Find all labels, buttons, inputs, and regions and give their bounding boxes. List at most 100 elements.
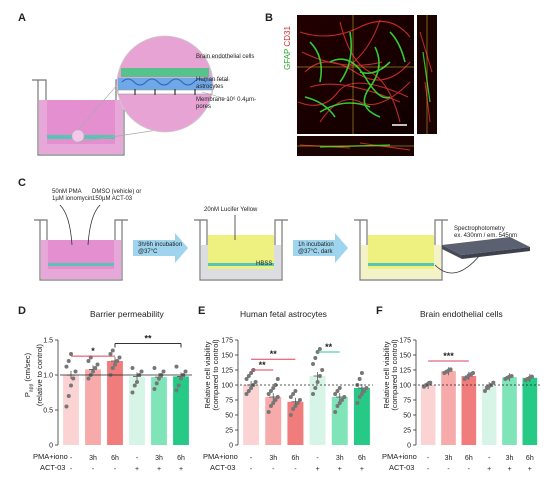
- data-point: [152, 366, 157, 370]
- bar: [63, 375, 79, 445]
- data-point: [337, 386, 342, 390]
- data-point: [333, 392, 338, 396]
- pma-value: 3h: [155, 455, 163, 462]
- data-point: [139, 369, 144, 374]
- significance-label: *: [91, 346, 95, 356]
- act-value: -: [70, 466, 73, 473]
- membrane-layer: [117, 89, 213, 95]
- data-point: [64, 404, 69, 409]
- significance-label: **: [325, 342, 333, 352]
- text-pma: 50nM PMA: [52, 189, 82, 195]
- y-tick-label: 50: [225, 413, 233, 420]
- y-tick-label: 175: [221, 338, 233, 345]
- data-point: [428, 380, 433, 385]
- bar: [522, 377, 538, 445]
- data-point: [268, 404, 273, 408]
- data-point: [335, 389, 340, 393]
- data-point: [317, 347, 322, 351]
- act-value: -: [294, 466, 297, 473]
- plate-top: [442, 237, 530, 255]
- data-point: [132, 383, 137, 388]
- y-tick-label: 125: [399, 368, 411, 375]
- significance-label: **: [270, 349, 278, 359]
- text-vehicle-2: 150µM ACT-03: [92, 196, 133, 202]
- data-point: [154, 381, 159, 386]
- data-point: [64, 364, 69, 369]
- arrow-2: [293, 233, 348, 263]
- panel-label-e: E: [198, 305, 206, 317]
- pma-value: -: [488, 455, 491, 462]
- data-point: [152, 387, 157, 391]
- significance-label: **: [144, 334, 152, 344]
- data-point: [357, 395, 362, 399]
- data-point: [311, 362, 316, 366]
- bar: [107, 361, 123, 445]
- pma-value: 3h: [89, 455, 97, 462]
- data-point: [355, 401, 360, 405]
- data-point: [293, 404, 298, 408]
- text-lucifer: 20nM Lucifer Yellow: [204, 207, 258, 213]
- panel-label-f: F: [376, 305, 383, 317]
- data-point: [174, 388, 179, 393]
- data-point: [295, 401, 300, 405]
- pma-value: 3h: [336, 455, 344, 462]
- bar: [331, 397, 348, 445]
- data-point: [130, 390, 135, 395]
- data-point: [275, 377, 280, 381]
- panel-label-d: D: [18, 305, 26, 317]
- data-point: [135, 380, 139, 384]
- panel-label-a: A: [18, 12, 26, 24]
- data-point: [71, 376, 76, 381]
- text-vehicle-1: DMSO (vehicle) or: [92, 189, 142, 195]
- y-tick-label: 150: [221, 353, 233, 360]
- act-value: -: [114, 466, 117, 473]
- bar: [265, 397, 282, 445]
- act-value: +: [157, 466, 161, 473]
- y-tick-label: 50: [403, 413, 411, 420]
- bar: [353, 388, 370, 445]
- data-point: [113, 362, 117, 367]
- data-point: [73, 369, 78, 374]
- act-value: +: [135, 466, 139, 473]
- text-incubation-1b: @37°C: [138, 249, 158, 255]
- y-tick-label: 25: [225, 428, 233, 435]
- data-point: [69, 383, 73, 388]
- y-tick-label: 100: [399, 383, 411, 390]
- data-point: [291, 407, 296, 411]
- data-point: [249, 386, 254, 390]
- y-tick-label: 0: [49, 443, 53, 450]
- pma-value: -: [136, 455, 139, 462]
- data-point: [174, 364, 179, 369]
- data-point: [320, 368, 325, 372]
- cond-pma-d: PMA+iono: [33, 452, 68, 461]
- data-point: [337, 401, 342, 405]
- data-point: [110, 366, 115, 370]
- y-tick-label: 0: [407, 443, 411, 450]
- data-point: [66, 394, 71, 398]
- chart-title-d: Barrier permeability: [90, 309, 164, 319]
- pma-value: -: [250, 455, 253, 462]
- data-point: [342, 395, 347, 399]
- data-point: [333, 410, 338, 414]
- panel-c-workflow: [34, 204, 530, 281]
- panel-label-c: C: [18, 177, 26, 189]
- bar: [441, 371, 456, 445]
- data-point: [448, 367, 453, 372]
- panel-a-schematic: [32, 35, 231, 156]
- data-point: [357, 377, 362, 381]
- pma-value: 6h: [177, 455, 185, 462]
- label-endothelial: Brain endothelial cells: [196, 54, 255, 60]
- data-point: [244, 392, 249, 396]
- act-value: -: [447, 466, 450, 473]
- y-tick-label: 125: [221, 368, 233, 375]
- data-point: [246, 374, 251, 378]
- act-value: +: [360, 466, 364, 473]
- data-point: [115, 359, 120, 363]
- data-point: [91, 369, 95, 374]
- bar: [129, 376, 145, 445]
- data-point: [244, 377, 249, 381]
- act-value: -: [92, 466, 95, 473]
- data-point: [273, 398, 278, 402]
- panel-label-b: B: [265, 12, 273, 24]
- data-point: [86, 376, 91, 381]
